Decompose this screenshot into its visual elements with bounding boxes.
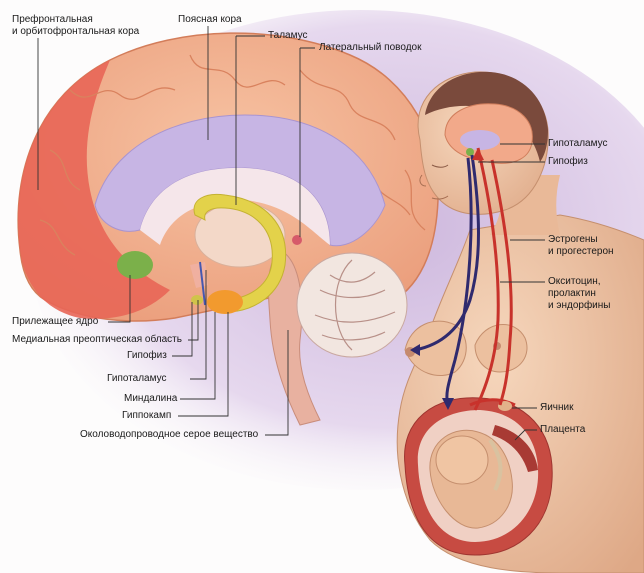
- label-medial-preoptic: Медиальная преоптическая область: [12, 334, 182, 345]
- label-prefrontal-1: Префронтальная: [12, 14, 93, 25]
- label-periaqueductal-gray: Околоводопроводное серое вещество: [80, 429, 259, 440]
- label-oxytocin-1: Окситоцин,: [548, 276, 601, 287]
- label-oxytocin-3: и эндорфины: [548, 300, 611, 311]
- vein-pathway: [414, 154, 480, 352]
- corpus-callosum: [140, 167, 330, 245]
- label-hypothalamus-left: Гипоталамус: [107, 373, 167, 384]
- preoptic-marker: [199, 261, 206, 306]
- cerebellum: [296, 252, 408, 358]
- label-amygdala: Миндалина: [124, 393, 178, 404]
- label-cingulate: Поясная кора: [178, 14, 242, 25]
- habenula-shape: [292, 235, 302, 245]
- label-pituitary-left: Гипофиз: [127, 350, 167, 361]
- label-estrogens-1: Эстрогены: [548, 234, 598, 245]
- label-nucleus-accumbens: Прилежащее ядро: [12, 316, 99, 327]
- label-thalamus: Таламус: [268, 30, 308, 41]
- label-estrogens-2: и прогестерон: [548, 246, 614, 257]
- placenta-shape: [492, 425, 538, 472]
- hair: [425, 71, 548, 162]
- brain-cross-section: [17, 32, 439, 426]
- label-ovary: Яичник: [540, 402, 574, 413]
- nucleus-accumbens-shape: [117, 251, 153, 279]
- label-oxytocin-2: пролактин: [548, 288, 596, 299]
- leader-lines: [37, 26, 545, 441]
- pregnant-woman: [396, 71, 644, 573]
- artery-pathway: [473, 147, 500, 411]
- amygdala-shape: [207, 290, 243, 314]
- prefrontal-cortex: [18, 60, 170, 319]
- label-hippocampus: Гиппокамп: [122, 410, 172, 421]
- hypothalamus-shape-left: [190, 262, 208, 288]
- label-pituitary-right: Гипофиз: [548, 156, 588, 167]
- breast: [404, 320, 467, 376]
- label-hypothalamus-right: Гипоталамус: [548, 138, 608, 149]
- pituitary-shape-left: [191, 295, 203, 305]
- label-lateral-habenula: Латеральный поводок: [319, 42, 422, 53]
- label-prefrontal-2: и орбитофронтальная кора: [12, 26, 140, 37]
- label-placenta: Плацента: [540, 424, 586, 435]
